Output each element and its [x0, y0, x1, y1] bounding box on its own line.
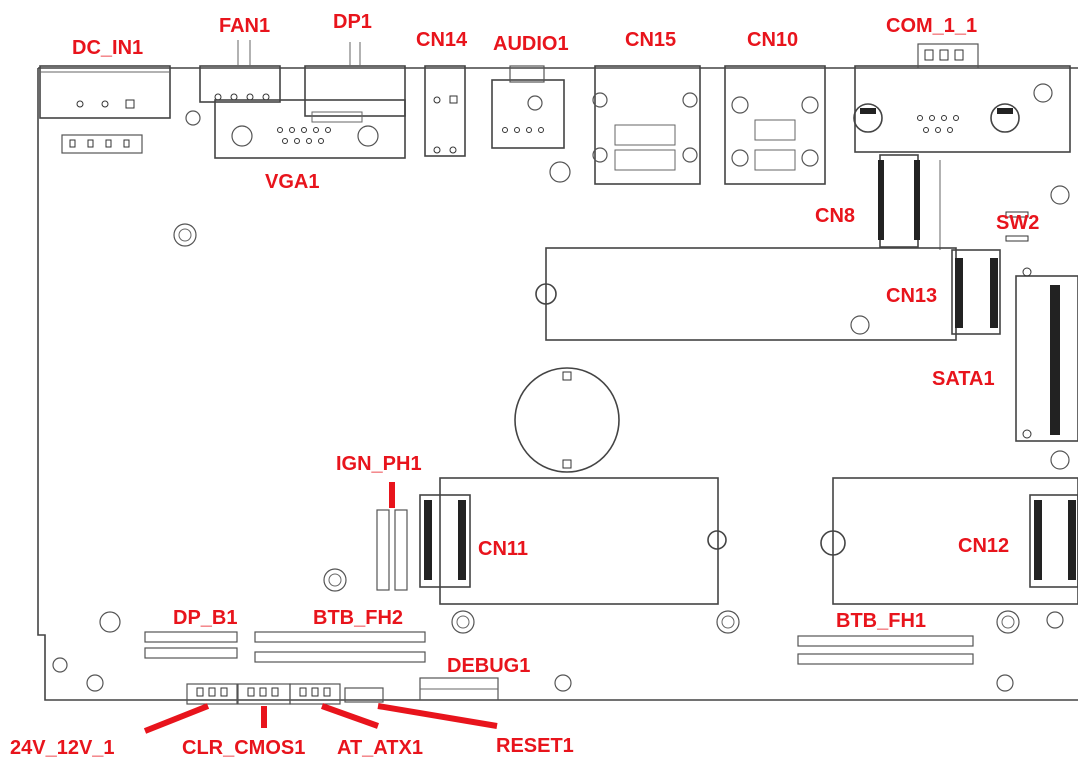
label-ign-ph1: IGN_PH1 [336, 453, 422, 475]
debug1-header [419, 677, 499, 701]
dp-b1-header [144, 631, 238, 659]
label-at-atx1: AT_ATX1 [337, 737, 423, 759]
label-cn14: CN14 [416, 29, 468, 51]
fan1-connector [199, 40, 281, 103]
coin-battery [514, 367, 620, 473]
label-cn13: CN13 [886, 285, 937, 307]
label-sw2: SW2 [996, 212, 1039, 234]
audio1-connector [491, 65, 571, 183]
label-cn12: CN12 [958, 535, 1009, 557]
cn8-connector [878, 154, 941, 250]
label-cn10: CN10 [747, 29, 798, 51]
cn15-connector [592, 65, 701, 185]
label-cn8: CN8 [815, 205, 855, 227]
label-24v-12v-1: 24V_12V_1 [10, 737, 115, 759]
bottom-jumpers [186, 683, 384, 705]
label-dp1: DP1 [333, 11, 372, 33]
label-com-1-1: COM_1_1 [886, 15, 977, 37]
reset1-pointer [377, 703, 498, 729]
v24-12-1-pointer [143, 703, 210, 734]
vga1-dp1-connector [214, 42, 406, 159]
label-clr-cmos1: CLR_CMOS1 [182, 737, 305, 759]
cn11-card [419, 477, 727, 605]
dc-in1-connector [39, 65, 171, 154]
label-btb-fh1: BTB_FH1 [836, 610, 926, 632]
label-btb-fh2: BTB_FH2 [313, 607, 403, 629]
label-fan1: FAN1 [219, 15, 270, 37]
label-sata1: SATA1 [932, 368, 995, 390]
label-reset1: RESET1 [496, 735, 574, 757]
cn12-card [820, 477, 1078, 605]
board-outline [37, 67, 1078, 701]
btb-fh2-header [254, 631, 426, 663]
m2-card-cn13 [535, 247, 1001, 341]
btb-fh1-header [797, 635, 974, 665]
label-dc-in1: DC_IN1 [72, 37, 143, 59]
ign-ph1-header [376, 509, 408, 591]
cn14-connector [424, 65, 466, 157]
label-dp-b1: DP_B1 [173, 607, 237, 629]
sata1-connector [1015, 267, 1078, 442]
label-vga1: VGA1 [265, 171, 319, 193]
label-audio1: AUDIO1 [493, 33, 569, 55]
label-debug1: DEBUG1 [447, 655, 530, 677]
label-cn11: CN11 [478, 538, 528, 560]
cn10-connector [724, 65, 826, 185]
label-cn15: CN15 [625, 29, 676, 51]
sw2-switch [1005, 211, 1029, 242]
at-atx1-pointer [320, 703, 380, 729]
com-1-1-connector [853, 43, 1071, 153]
pointer-lines [143, 482, 498, 734]
mounting-holes [52, 83, 1070, 692]
